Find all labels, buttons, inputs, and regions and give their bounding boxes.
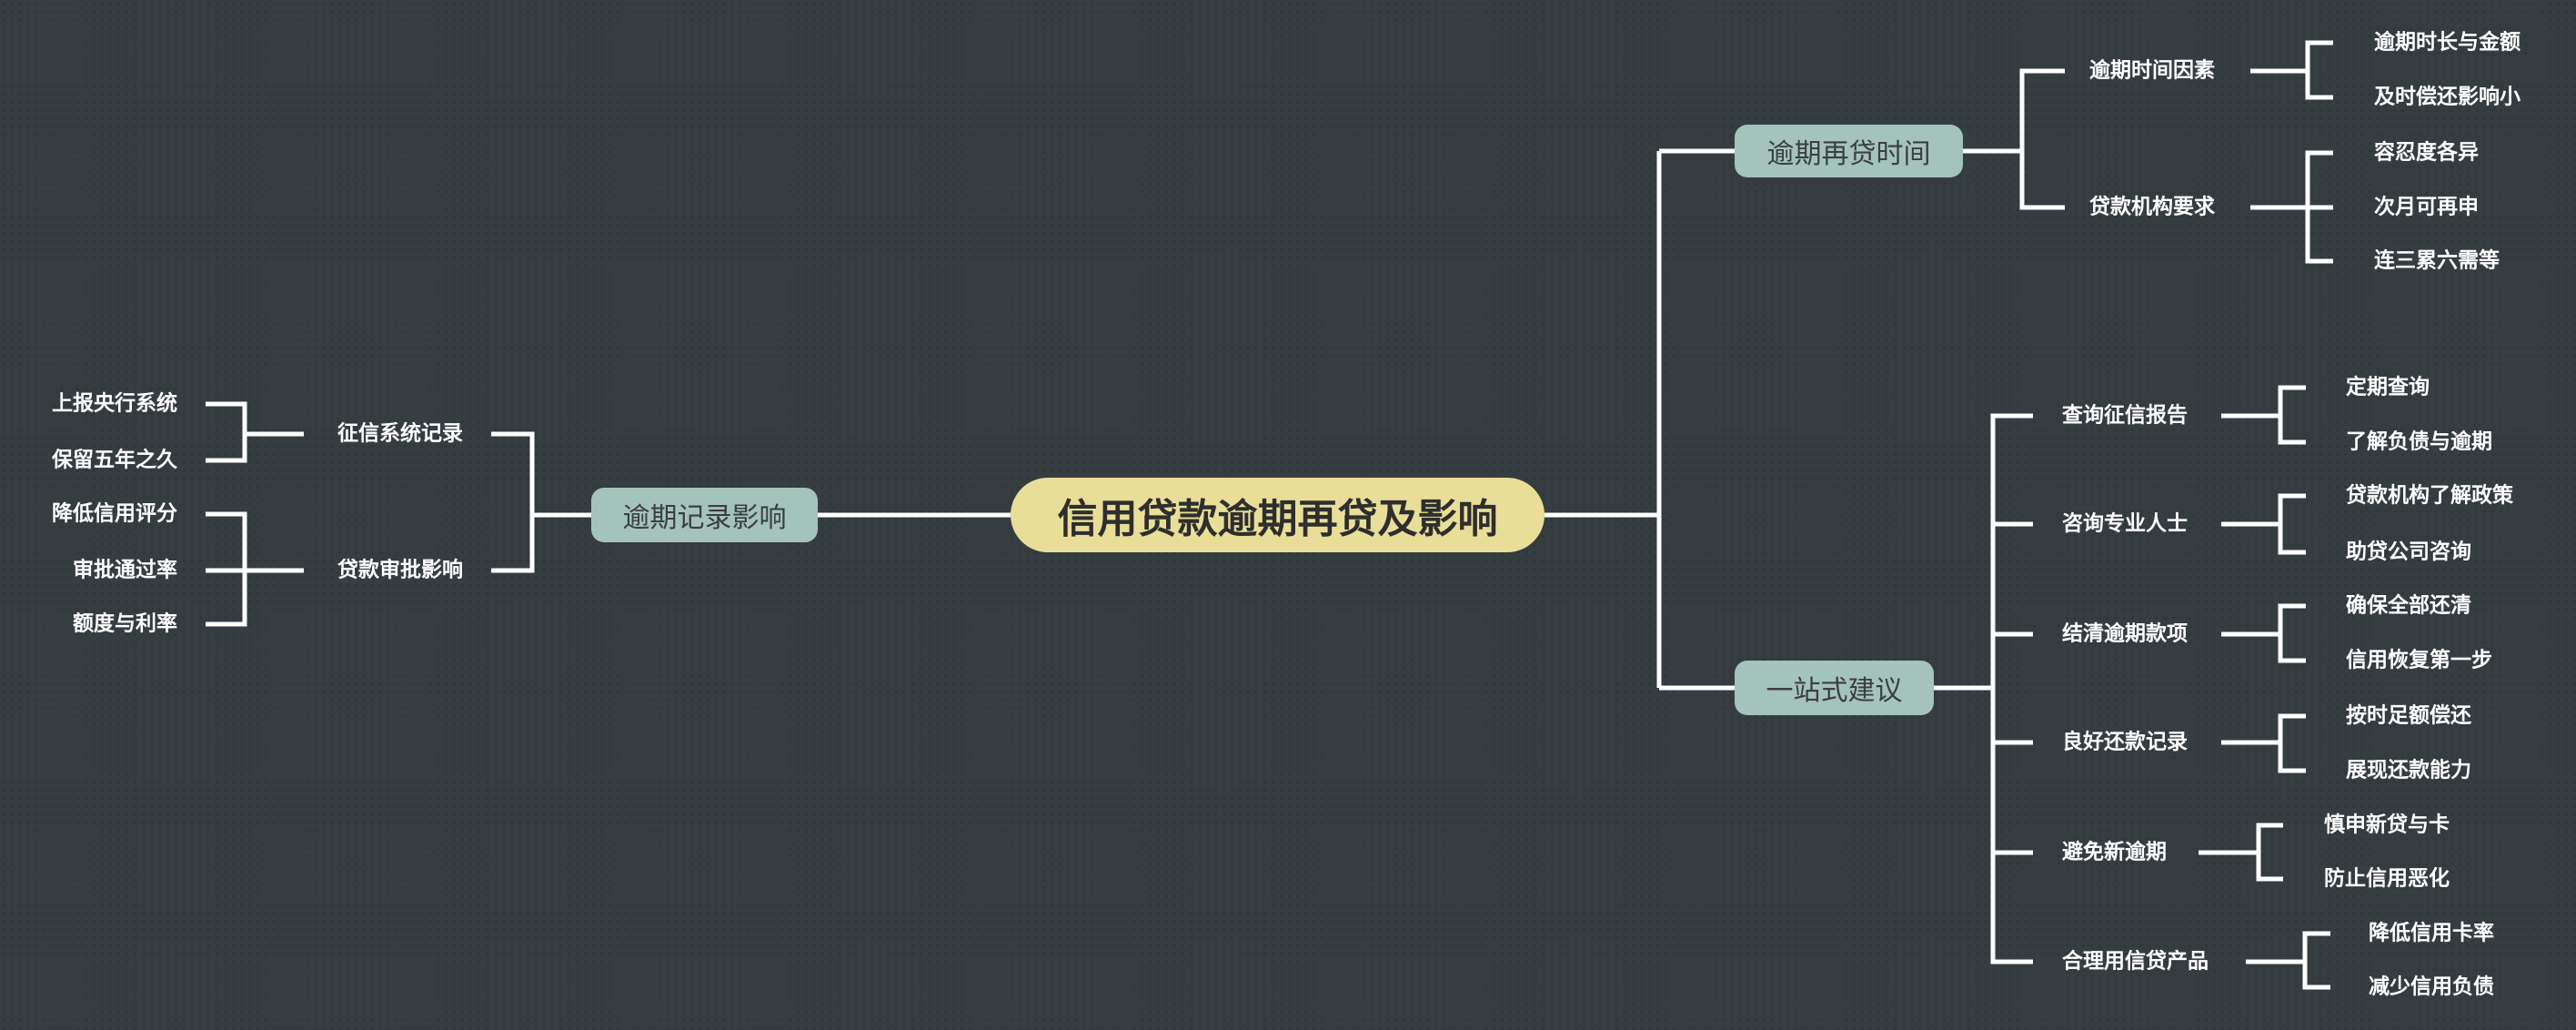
subtopic[interactable]: 贷款审批影响 [337,558,463,582]
leaf-topic[interactable]: 降低信用评分 [52,501,177,526]
leaf-topic[interactable]: 贷款机构了解政策 [2346,483,2513,508]
subtopic[interactable]: 逾期时间因素 [2089,58,2215,83]
subtopic[interactable]: 良好还款记录 [2062,730,2188,754]
subtopic[interactable]: 查询征信报告 [2062,403,2188,428]
leaf-topic[interactable]: 连三累六需等 [2374,248,2500,273]
main-topic-overdue-record-impact[interactable]: 逾期记录影响 [591,488,818,542]
leaf-topic[interactable]: 额度与利率 [73,611,177,636]
leaf-topic[interactable]: 次月可再申 [2374,195,2479,219]
subtopic[interactable]: 避免新逾期 [2062,840,2167,864]
main-topic-one-stop-advice[interactable]: 一站式建议 [1735,661,1934,715]
leaf-topic[interactable]: 确保全部还清 [2346,593,2471,618]
leaf-topic[interactable]: 保留五年之久 [52,448,177,472]
leaf-topic[interactable]: 降低信用卡率 [2369,921,2494,945]
central-topic[interactable]: 信用贷款逾期再贷及影响 [1011,478,1545,552]
leaf-topic[interactable]: 定期查询 [2346,375,2430,399]
leaf-topic[interactable]: 助贷公司咨询 [2346,540,2471,564]
leaf-topic[interactable]: 按时足额偿还 [2346,703,2471,728]
subtopic[interactable]: 咨询专业人士 [2062,511,2188,536]
subtopic[interactable]: 合理用信贷产品 [2062,949,2209,974]
leaf-topic[interactable]: 上报央行系统 [52,391,177,416]
main-topic-reloan-time[interactable]: 逾期再贷时间 [1735,125,1963,177]
leaf-topic[interactable]: 展现还款能力 [2346,758,2471,783]
leaf-topic[interactable]: 审批通过率 [73,558,177,582]
leaf-topic[interactable]: 逾期时长与金额 [2374,30,2521,55]
leaf-topic[interactable]: 防止信用恶化 [2324,866,2450,891]
leaf-topic[interactable]: 减少信用负债 [2369,974,2494,999]
subtopic[interactable]: 征信系统记录 [337,421,463,446]
leaf-topic[interactable]: 容忍度各异 [2374,140,2479,165]
leaf-topic[interactable]: 了解负债与逾期 [2346,429,2492,454]
subtopic[interactable]: 贷款机构要求 [2089,195,2215,219]
leaf-topic[interactable]: 信用恢复第一步 [2346,648,2492,672]
subtopic[interactable]: 结清逾期款项 [2062,621,2188,646]
leaf-topic[interactable]: 慎申新贷与卡 [2324,813,2450,837]
leaf-topic[interactable]: 及时偿还影响小 [2374,85,2521,109]
